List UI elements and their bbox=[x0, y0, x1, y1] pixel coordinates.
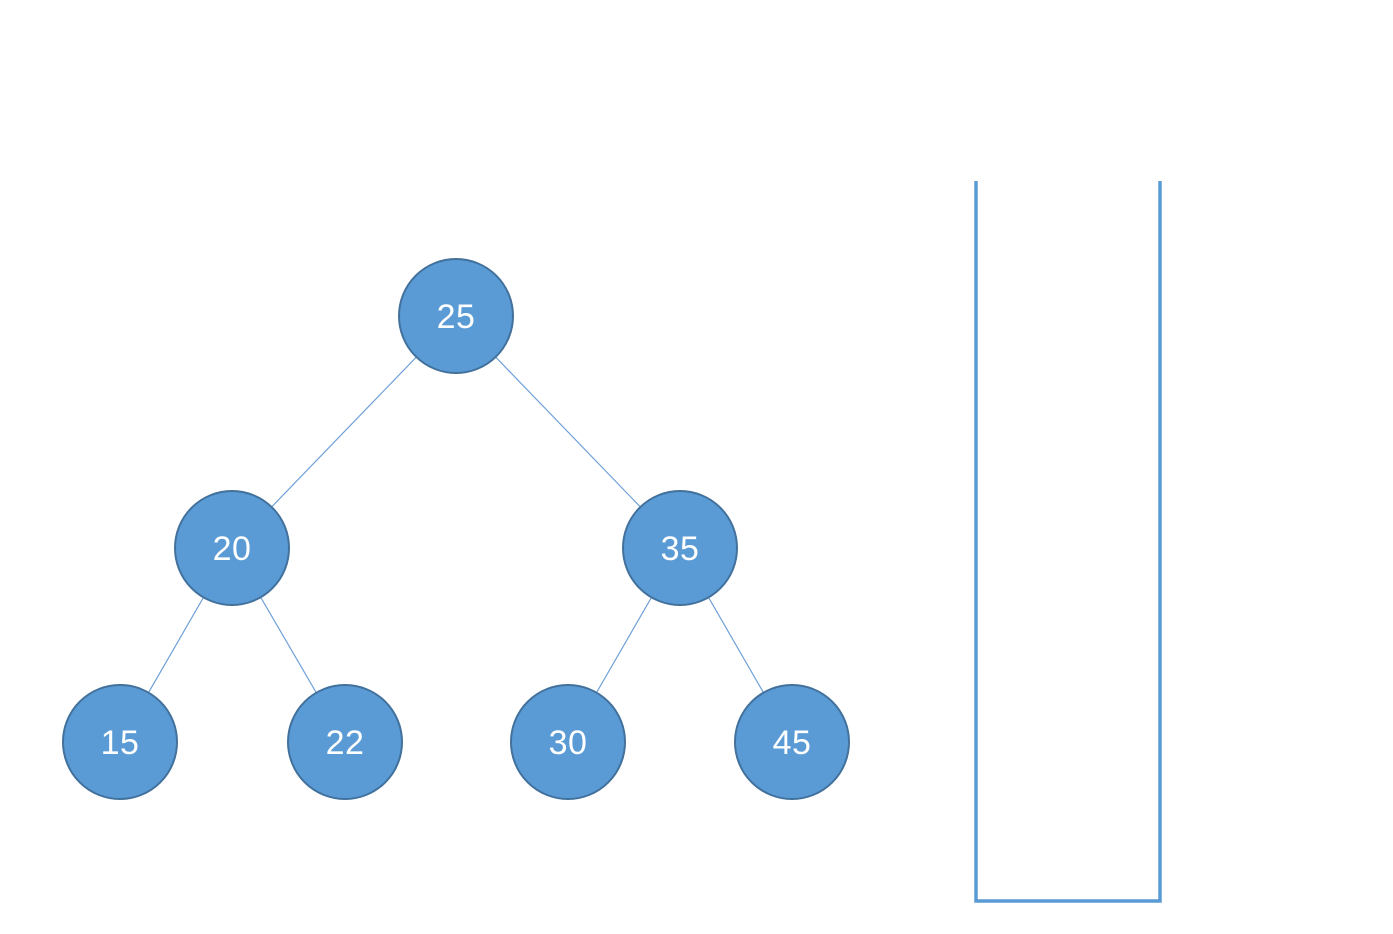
tree-node-22[interactable]: 22 bbox=[287, 684, 403, 800]
stack-container-outline[interactable] bbox=[974, 181, 1162, 903]
tree-node-circle[interactable] bbox=[398, 258, 514, 374]
tree-node-value: 20 bbox=[213, 530, 252, 568]
tree-node-circle[interactable] bbox=[287, 684, 403, 800]
tree-node-circle[interactable] bbox=[510, 684, 626, 800]
tree-node-45[interactable]: 45 bbox=[734, 684, 850, 800]
tree-node-value: 22 bbox=[326, 724, 365, 762]
tree-node-circle[interactable] bbox=[174, 490, 290, 606]
tree-node-30[interactable]: 30 bbox=[510, 684, 626, 800]
tree-node-value: 30 bbox=[549, 724, 588, 762]
tree-node-35[interactable]: 35 bbox=[622, 490, 738, 606]
tree-node-value: 45 bbox=[773, 724, 812, 762]
tree-node-20[interactable]: 20 bbox=[174, 490, 290, 606]
tree-nodes-layer: 25 20 35 15 22 30 45 bbox=[62, 258, 850, 800]
tree-node-15[interactable]: 15 bbox=[62, 684, 178, 800]
tree-node-circle[interactable] bbox=[62, 684, 178, 800]
tree-node-25[interactable]: 25 bbox=[398, 258, 514, 374]
tree-node-value: 15 bbox=[101, 724, 140, 762]
tree-node-circle[interactable] bbox=[622, 490, 738, 606]
tree-node-value: 25 bbox=[437, 298, 476, 336]
stack-container-layer bbox=[974, 181, 1162, 903]
tree-node-value: 35 bbox=[661, 530, 700, 568]
tree-node-circle[interactable] bbox=[734, 684, 850, 800]
